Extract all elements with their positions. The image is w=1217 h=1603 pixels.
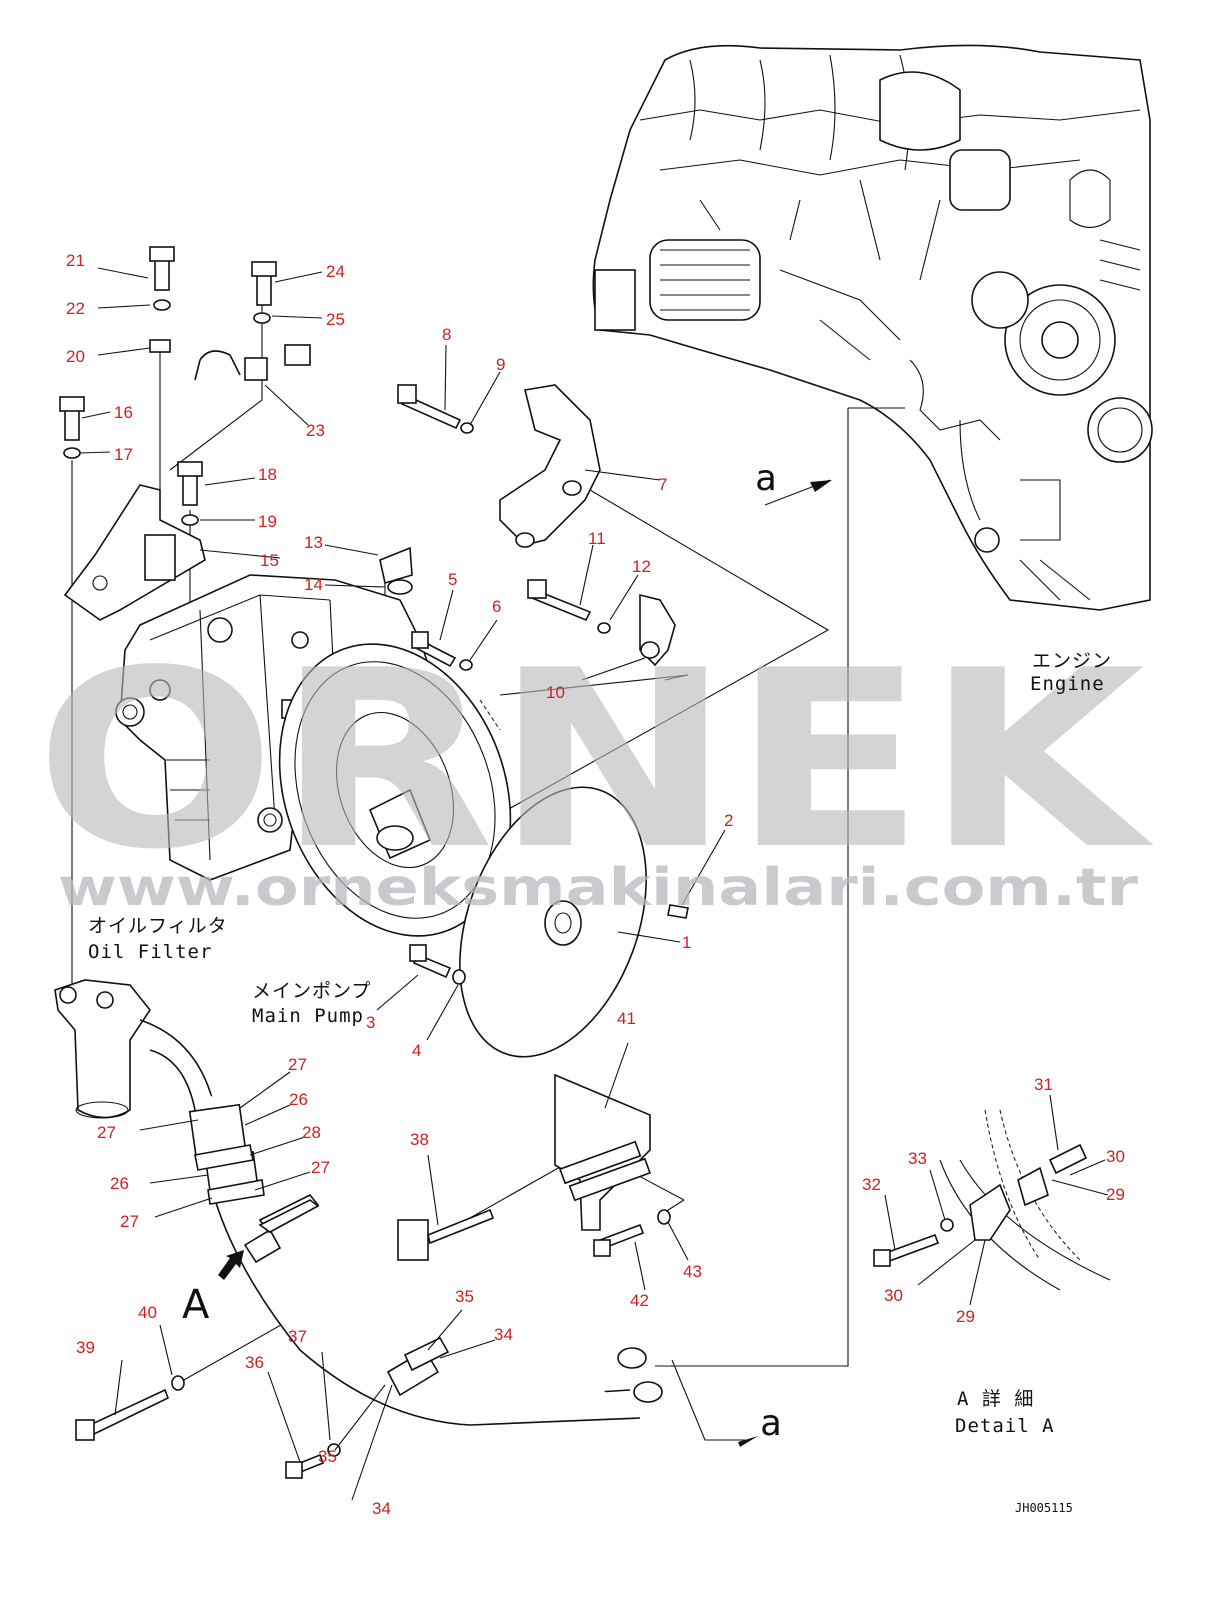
arrow-a-top-label: a [755,458,777,499]
callout-19: 19 [258,512,277,531]
bracket-7-illustration [499,384,601,548]
callout-29: 29 [956,1307,975,1326]
bracket-15-illustration [63,484,206,621]
callout-39: 39 [76,1338,95,1357]
watermark-url: www.orneksmakinalari.com.tr [58,858,1138,918]
view-arrows [218,479,832,1447]
drawing-code: JH005115 [1015,1501,1073,1515]
callout-36: 36 [245,1353,264,1372]
view-a-label: A [182,1282,210,1328]
bracket-41-illustration [554,1073,652,1231]
oil-filter-illustration [54,979,151,1119]
callout-23: 23 [306,421,325,440]
callout-2: 2 [724,811,733,830]
callout-34: 34 [372,1499,391,1518]
callout-17: 17 [114,445,133,464]
callout-31: 31 [1034,1075,1053,1094]
oil-filter-label-en: Oil Filter [88,941,212,963]
callout-27: 27 [97,1123,116,1142]
callout-30: 30 [1106,1147,1125,1166]
watermark: ORNEK www.orneksmakinalari.com.tr [35,618,1154,918]
callout-33: 33 [908,1149,927,1168]
callout-3: 3 [366,1013,375,1032]
callout-4: 4 [412,1041,421,1060]
oil-filter-label-jp: オイルフィルタ [88,915,228,937]
detail-a-label-en: Detail A [955,1415,1055,1437]
main-pump-illustration [115,574,512,937]
callout-numbers: 1234567891011121314151617181920212223242… [66,251,1125,1518]
callout-37: 37 [288,1327,307,1346]
hose-assembly [139,1019,663,1426]
engine-illustration [592,44,1153,611]
callout-26: 26 [289,1090,308,1109]
callout-18: 18 [258,465,277,484]
fasteners [59,246,689,1479]
callout-10: 10 [546,683,565,702]
callout-14: 14 [304,575,323,594]
bracket-10-illustration [639,593,676,667]
callout-12: 12 [632,557,651,576]
callout-35: 35 [455,1287,474,1306]
main-pump-label-en: Main Pump [252,1005,364,1027]
callout-15: 15 [260,551,279,570]
callout-6: 6 [492,597,501,616]
diagram-labels: エンジン Engine オイルフィルタ Oil Filter メインポンプ Ma… [88,458,1112,1515]
callout-35: 35 [318,1447,337,1466]
callout-22: 22 [66,299,85,318]
callout-40: 40 [138,1303,157,1322]
callout-27: 27 [311,1158,330,1177]
callout-11: 11 [588,529,606,548]
callout-20: 20 [66,347,85,366]
detail-a-label-jp: A 詳 細 [957,1388,1034,1410]
callout-41: 41 [617,1009,636,1028]
callout-27: 27 [120,1212,139,1231]
callout-43: 43 [683,1262,702,1281]
callout-1: 1 [682,933,691,952]
callout-8: 8 [442,325,451,344]
watermark-brand: ORNEK [35,618,1154,903]
engine-label-jp: エンジン [1032,650,1112,672]
callout-26: 26 [110,1174,129,1193]
main-pump-label-jp: メインポンプ [252,980,371,1002]
callout-25: 25 [326,310,345,329]
callout-42: 42 [630,1291,649,1310]
callout-28: 28 [302,1123,321,1142]
detail-a-illustration [873,1109,1111,1291]
callout-27: 27 [288,1055,307,1074]
callout-5: 5 [448,570,457,589]
callout-16: 16 [114,403,133,422]
callout-7: 7 [658,475,667,494]
callout-9: 9 [496,355,505,374]
callout-13: 13 [304,533,323,552]
callout-34: 34 [494,1325,513,1344]
callout-38: 38 [410,1130,429,1149]
callout-21: 21 [66,251,85,270]
callout-30: 30 [884,1286,903,1305]
callout-32: 32 [862,1175,881,1194]
arrow-a-bottom-label: a [760,1403,782,1444]
damper-plate-illustration [459,786,647,1058]
engine-label-en: Engine [1030,673,1105,695]
callout-29: 29 [1106,1185,1125,1204]
callout-leaders [79,267,1109,1501]
callout-24: 24 [326,262,345,281]
